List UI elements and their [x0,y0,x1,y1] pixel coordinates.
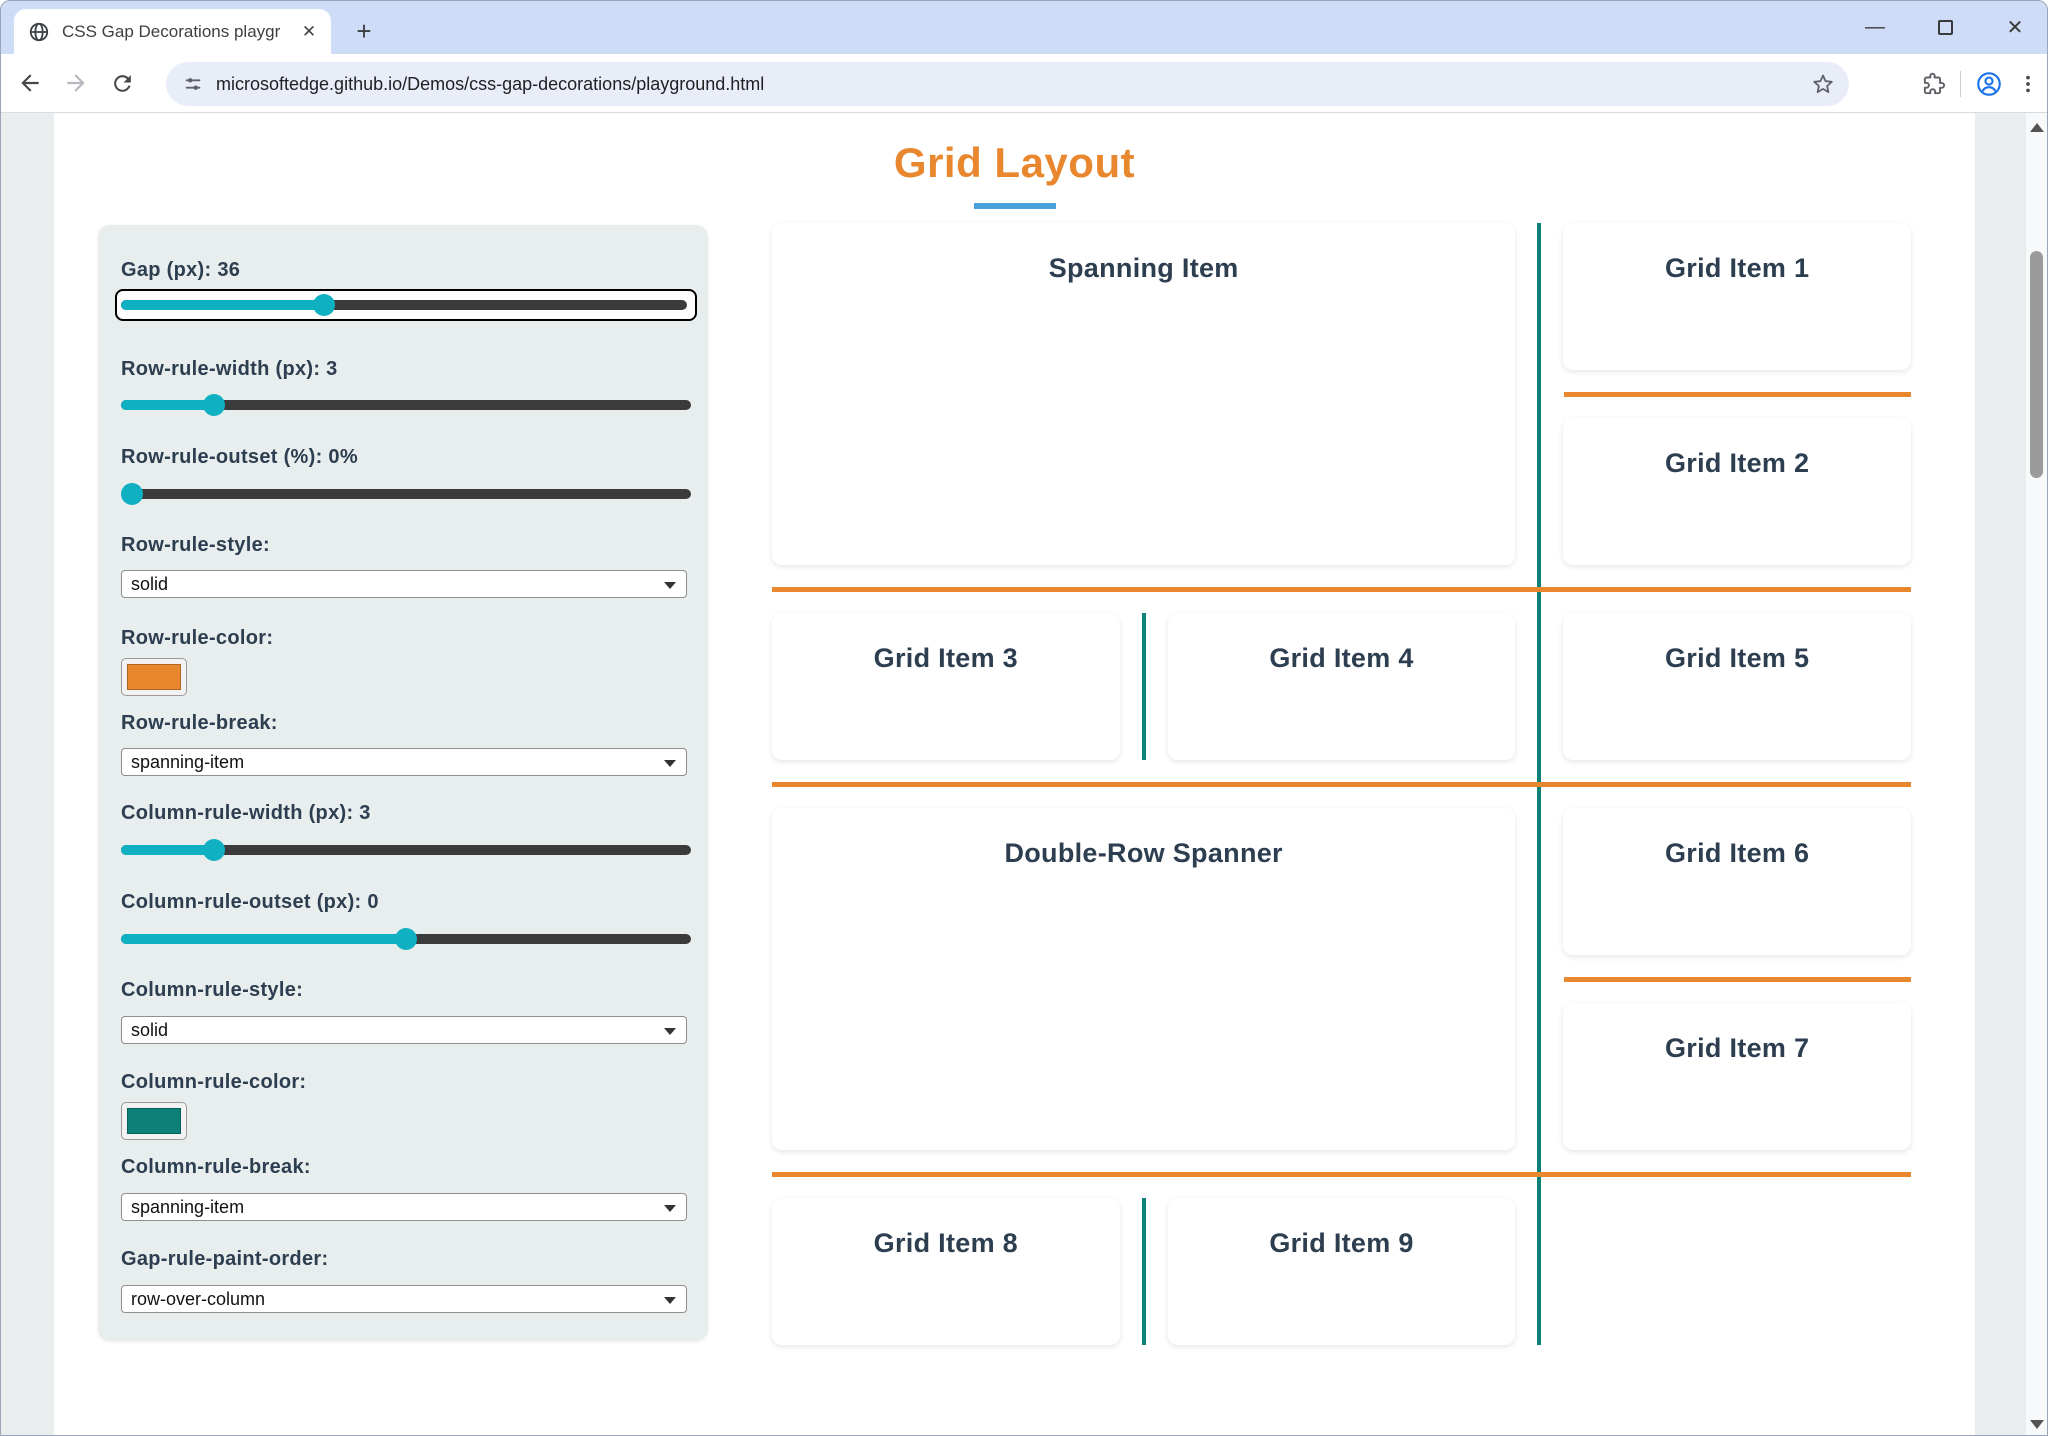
column-rule-outset-thumb[interactable] [395,928,417,950]
demo-grid: Spanning Item Grid Item 1 Grid Item 2 Gr… [772,223,1911,1345]
row-rule-col3-gap4 [1564,977,1911,982]
control-column-rule-style: Column-rule-style: solid [121,979,691,1044]
grid-card-double-row-spanner: Double-Row Spanner [772,808,1516,1150]
grid-card-item-1: Grid Item 1 [1563,223,1911,370]
tab-close-icon[interactable]: ✕ [301,21,317,41]
reload-button[interactable] [105,66,139,100]
column-rule-color-label: Column-rule-color: [121,1071,307,1093]
column-rule-width-slider[interactable] [121,839,691,861]
grid-card-item-9: Grid Item 9 [1167,1198,1516,1345]
row-rule-width-slider[interactable] [121,394,691,416]
grid-card-item-2: Grid Item 2 [1563,418,1911,565]
globe-favicon-icon [29,22,49,41]
page-content: Grid Layout Gap (px): 36 Row-rule-wi [54,113,1975,1435]
row-rule-color-picker[interactable] [121,658,187,696]
tab-bar: CSS Gap Decorations playgroun ✕ + — ✕ [1,1,2047,54]
column-rule-break-label: Column-rule-break: [121,1156,311,1178]
grid-card-spanning-item: Spanning Item [772,223,1516,565]
row-rule-style-select[interactable]: solid [121,570,687,598]
gap-rule-paint-order-label: Gap-rule-paint-order: [121,1248,329,1270]
site-info-icon[interactable] [182,73,204,95]
forward-button[interactable] [59,66,93,100]
scrollbar-up-arrow-icon[interactable] [2030,123,2044,132]
column-rule-outset-slider[interactable] [121,928,691,950]
column-rule-style-select[interactable]: solid [121,1016,687,1044]
control-row-rule-style: Row-rule-style: solid [121,534,691,598]
control-row-rule-color: Row-rule-color: [121,627,691,696]
forward-icon [67,74,85,92]
gap-rule-paint-order-select[interactable]: row-over-column [121,1285,687,1313]
controls-panel: Gap (px): 36 Row-rule-width (px): 3 [98,225,708,1341]
scrollbar-thumb[interactable] [2030,251,2043,478]
url-text[interactable]: microsoftedge.github.io/Demos/css-gap-de… [216,73,765,94]
column-rule-width-thumb[interactable] [203,839,225,861]
page-area: Grid Layout Gap (px): 36 Row-rule-wi [1,113,2028,1435]
grid-card-item-8: Grid Item 8 [772,1198,1120,1345]
window-controls: — ✕ [1855,1,2035,54]
row-rule-outset-thumb[interactable] [121,483,143,505]
grid-card-item-7: Grid Item 7 [1563,1003,1911,1150]
toolbar-separator [1960,71,1961,97]
column-rule-color-picker[interactable] [121,1102,187,1140]
tab-title: CSS Gap Decorations playgroun [62,21,280,41]
control-column-rule-break: Column-rule-break: spanning-item [121,1156,691,1221]
control-row-rule-break: Row-rule-break: spanning-item [121,712,691,776]
gap-slider[interactable] [115,289,697,321]
browser-tab[interactable]: CSS Gap Decorations playgroun ✕ [14,9,331,54]
scrollbar-down-arrow-icon[interactable] [2030,1420,2044,1429]
column-rule-row6 [1142,1198,1146,1345]
close-button[interactable]: ✕ [2006,17,2024,39]
row-rule-col3-gap1 [1564,392,1911,397]
profile-icon[interactable] [1975,70,2003,98]
column-rule-style-label: Column-rule-style: [121,979,304,1001]
row-rule-width-thumb[interactable] [203,394,225,416]
control-column-rule-color: Column-rule-color: [121,1071,691,1140]
control-column-rule-outset: Column-rule-outset (px): 0 [121,891,691,950]
row-rule-break-select[interactable]: spanning-item [121,748,687,776]
row-rule-outset-slider[interactable] [121,483,691,505]
page-title: Grid Layout [893,139,1136,186]
new-tab-button[interactable]: + [356,16,372,46]
control-column-rule-width: Column-rule-width (px): 3 [121,802,691,861]
row-rule-full-gap5 [772,1172,1911,1177]
back-button[interactable] [13,66,47,100]
page-scrollbar[interactable] [2026,113,2047,1435]
column-rule-row3 [1142,613,1146,760]
back-icon [21,74,39,92]
gap-slider-focus-ring [115,289,697,321]
gap-slider-thumb[interactable] [313,294,335,316]
maximize-icon [1937,20,1953,35]
grid-card-item-5: Grid Item 5 [1563,613,1911,760]
row-rule-color-label: Row-rule-color: [121,627,274,649]
extensions-puzzle-icon[interactable] [1920,71,1946,97]
grid-card-item-6: Grid Item 6 [1563,808,1911,955]
row-rule-full-gap3 [772,782,1911,787]
control-gap-rule-paint-order: Gap-rule-paint-order: row-over-column [121,1248,691,1313]
control-row-rule-width: Row-rule-width (px): 3 [121,358,691,416]
grid-card-item-4: Grid Item 4 [1167,613,1516,760]
row-rule-width-label: Row-rule-width (px): 3 [121,358,338,380]
reload-icon [113,74,131,92]
control-row-rule-outset: Row-rule-outset (%): 0% [121,446,691,505]
minimize-button[interactable]: — [1865,16,1885,38]
column-rule-color-swatch [127,1108,181,1134]
row-rule-style-label: Row-rule-style: [121,534,270,556]
menu-dots-icon[interactable] [2017,73,2039,95]
browser-toolbar: microsoftedge.github.io/Demos/css-gap-de… [1,54,2047,113]
row-rule-break-label: Row-rule-break: [121,712,278,734]
title-underline [973,203,1056,209]
column-rule-outset-label: Column-rule-outset (px): 0 [121,891,379,913]
control-gap: Gap (px): 36 [115,259,697,321]
row-rule-color-swatch [127,664,181,690]
row-rule-full-gap2 [772,587,1911,592]
toolbar-right-icons [1920,62,2039,106]
gap-slider-label: Gap (px): 36 [121,259,241,281]
grid-card-item-3: Grid Item 3 [772,613,1120,760]
column-rule-width-label: Column-rule-width (px): 3 [121,802,371,824]
address-bar[interactable]: microsoftedge.github.io/Demos/css-gap-de… [166,62,1849,106]
row-rule-outset-label: Row-rule-outset (%): 0% [121,446,358,468]
column-rule-break-select[interactable]: spanning-item [121,1193,687,1221]
maximize-button[interactable] [1925,8,1965,48]
bookmark-star-icon[interactable] [1811,72,1835,96]
